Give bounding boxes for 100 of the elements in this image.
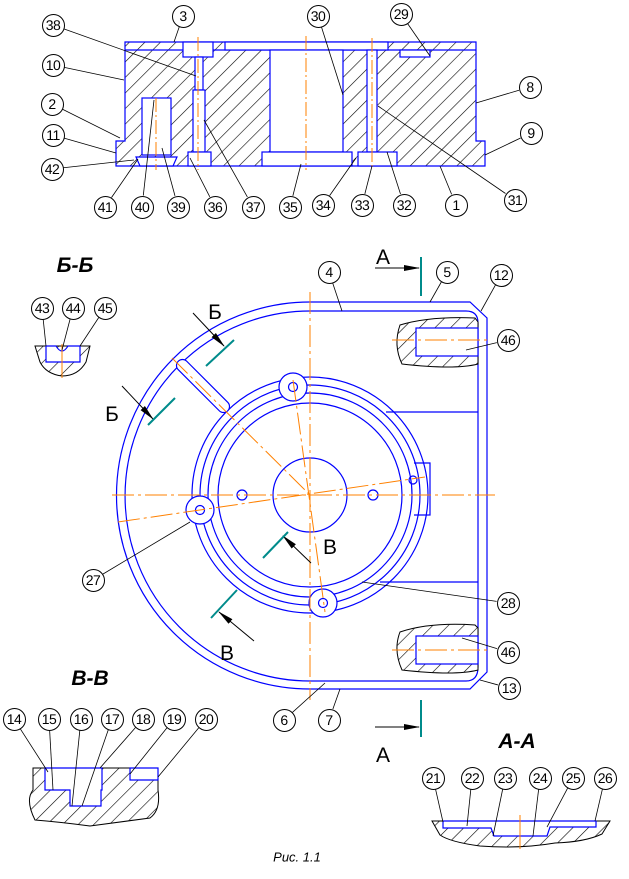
section-detail-drawing [432,814,610,850]
leader-line [329,158,356,196]
callout-number: 21 [422,766,444,790]
leader-line [362,582,498,602]
callout-number: 8 [518,76,542,98]
figure-caption: Рис. 1.1 [273,850,321,864]
callout-number: 40 [130,196,154,218]
callout-number: 27 [82,568,104,592]
callout-number: 37 [242,196,264,218]
leader-line [82,729,109,806]
leader-line [162,148,176,196]
section-letter: В [323,536,337,560]
callout-number: 26 [594,766,616,790]
leader-line [49,730,54,790]
leader-line [204,120,248,198]
callout-number: 16 [70,708,92,730]
callout-number: 4 [318,260,340,284]
section-letter: А [376,246,390,270]
leader-line [102,522,190,574]
leader-line [62,108,120,138]
leader-line [480,284,496,312]
callout-number: 9 [520,122,542,144]
leader-line [546,788,568,828]
leader-line [111,158,138,198]
leader-line [64,138,116,154]
callout-number: 12 [490,264,512,286]
leader-line [42,319,46,346]
callout-number: 11 [42,124,64,146]
callout-number: 46 [496,328,520,352]
section-detail-drawing [34,344,90,378]
section-letter: Б [105,403,119,427]
callout-number: 29 [390,2,412,26]
cross-section-drawing [115,36,486,170]
callout-number: 5 [436,260,458,284]
callout-number: 1 [444,194,468,216]
leader-line [407,23,430,56]
callout-number: 38 [42,14,64,36]
callout-number: 18 [132,708,154,730]
leader-line [63,160,134,168]
leader-line [130,728,168,774]
callout-number: 10 [42,54,64,76]
callout-number: 22 [460,766,484,790]
callout-number: 45 [94,296,116,320]
leader-line [594,788,603,822]
leader-line [292,164,302,196]
callout-number: 7 [318,708,340,732]
callout-number: 33 [350,194,374,216]
leader-line [292,682,326,713]
callout-number: 34 [312,194,334,216]
leader-line [72,730,80,806]
leader-line [364,166,372,194]
section-letter: В [220,642,234,666]
callout-number: 19 [162,708,186,730]
leader-line [476,90,520,104]
callout-number: 24 [528,766,552,790]
leader-line [466,342,498,350]
leader-line [158,727,200,778]
callout-number: 41 [94,196,116,218]
callout-number: 6 [272,708,296,732]
callout-number: 25 [562,766,584,790]
leader-line [332,282,342,312]
callout-number: 3 [172,4,194,28]
callout-number: 43 [30,296,54,320]
leader-line [466,789,472,826]
leader-line [190,158,210,198]
callout-number: 39 [166,196,190,218]
callout-number: 31 [504,188,526,212]
leader-line [80,317,100,346]
callout-number: 20 [194,708,218,730]
leader-line [63,28,196,76]
callout-number: 30 [306,4,330,28]
callout-number: 17 [100,708,124,730]
leader-line [321,26,344,96]
callout-number: 14 [2,708,26,730]
leader-line [440,166,452,195]
callout-number: 15 [38,708,60,730]
leader-line [142,100,154,196]
callout-number: 2 [40,92,64,116]
section-title: А-А [498,730,536,754]
leader-line [174,26,180,42]
section-detail-drawing [28,767,160,826]
section-letter: А [376,744,390,768]
leader-line [62,318,70,350]
leader-line [20,728,48,772]
leader-line [532,789,540,836]
section-title: Б-Б [56,254,94,278]
leader-line [484,138,522,156]
callout-number: 44 [62,296,84,320]
leader-line [64,66,124,80]
callout-number: 32 [392,194,416,216]
callout-number: 42 [40,158,64,180]
leader-line [100,727,136,768]
callout-number: 23 [494,766,516,790]
section-title: В-В [71,667,109,691]
leader-line [430,282,442,302]
callout-number: 35 [278,196,302,218]
section-letter: Б [208,301,222,325]
leader-line [332,688,340,710]
callout-number: 46 [496,640,520,664]
callout-number: 28 [496,592,520,614]
